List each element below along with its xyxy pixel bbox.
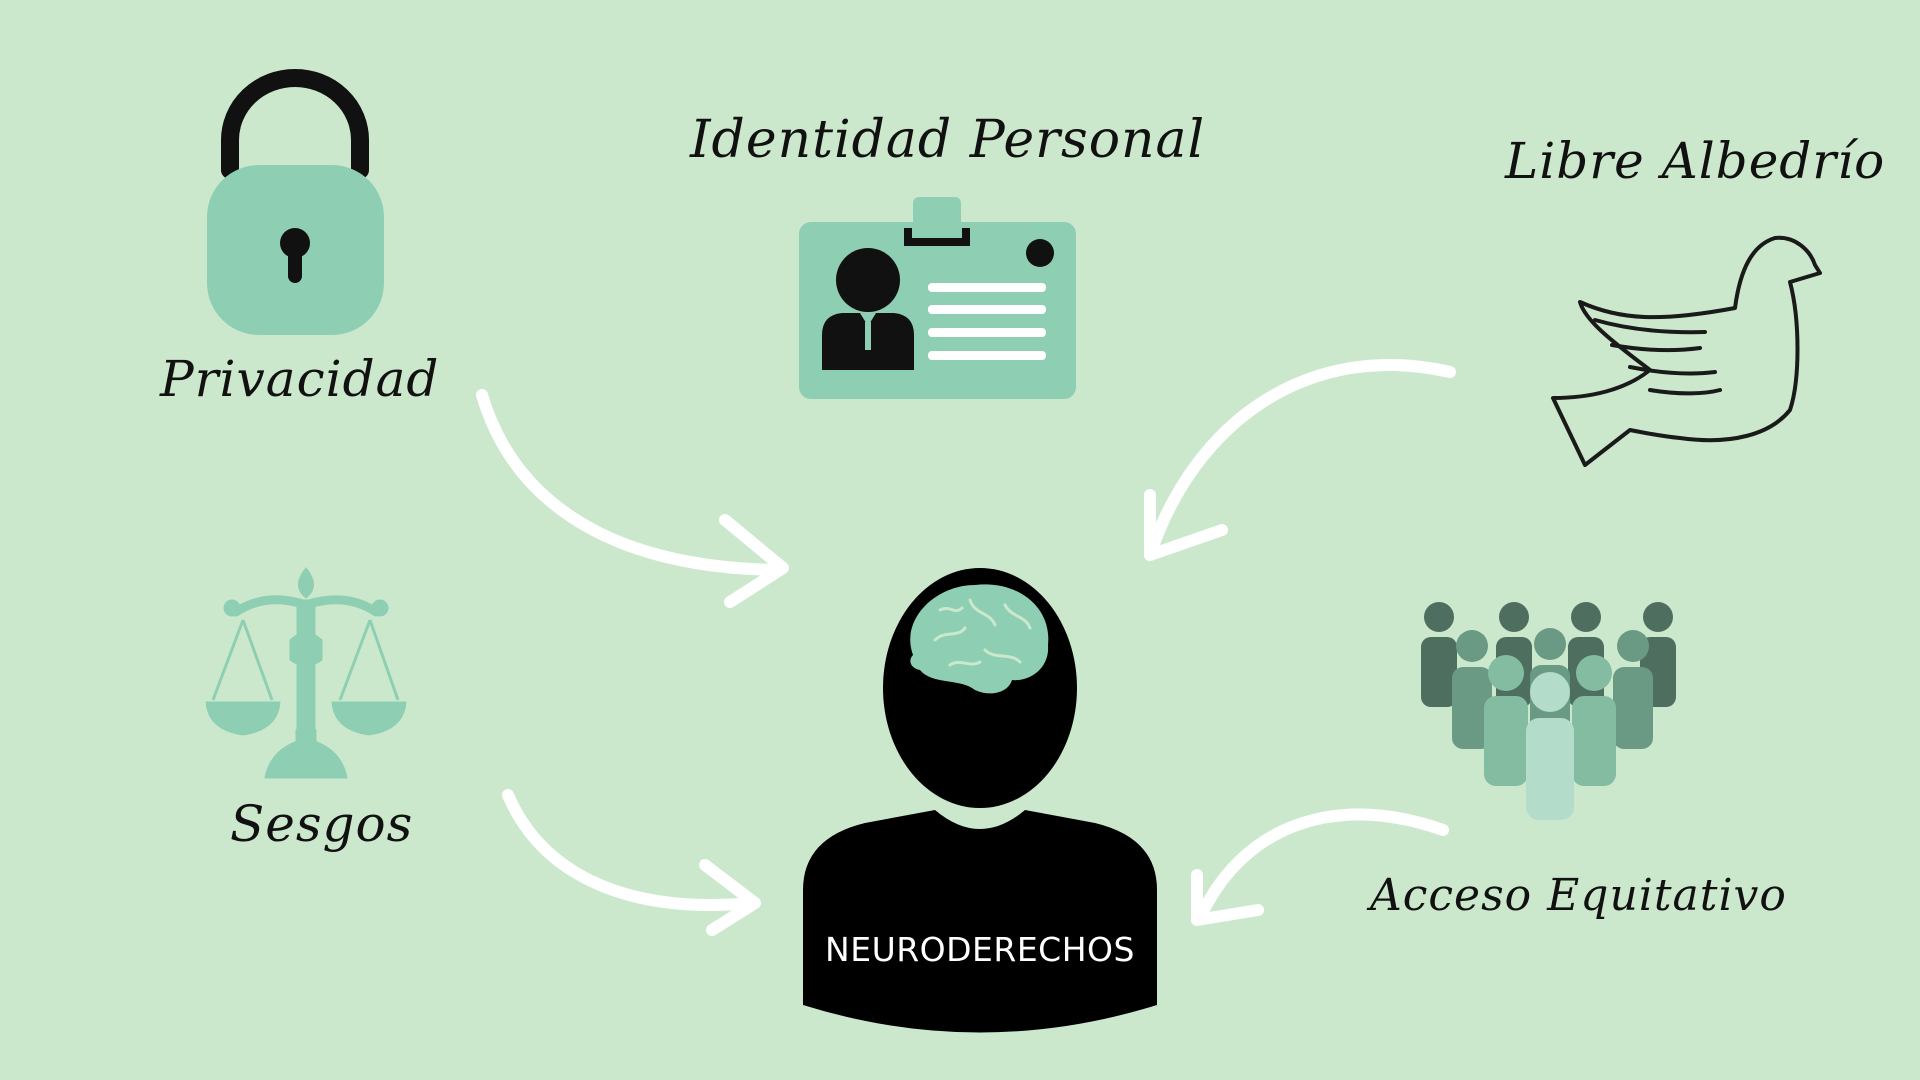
label-sesgos: Sesgos [230, 795, 414, 853]
dove-icon [1551, 235, 1822, 467]
label-privacidad: Privacidad [160, 350, 440, 408]
scales-icon [205, 567, 407, 779]
padlock-icon [207, 69, 384, 335]
arrow-acceso [1191, 808, 1449, 926]
id-card-icon [799, 197, 1076, 399]
arrow-privacidad [476, 389, 789, 608]
label-identidad-personal: Identidad Personal [690, 110, 1206, 170]
label-acceso-equitativo: Acceso Equitativo [1370, 870, 1787, 921]
center-label-neuroderechos: NEURODERECHOS [825, 930, 1135, 969]
arrow-sesgos [502, 789, 761, 936]
arrow-libre [1144, 358, 1456, 561]
crowd-icon [1421, 602, 1676, 820]
label-libre-albedrio: Libre Albedrío [1505, 132, 1886, 190]
person-brain-icon [803, 568, 1157, 1033]
